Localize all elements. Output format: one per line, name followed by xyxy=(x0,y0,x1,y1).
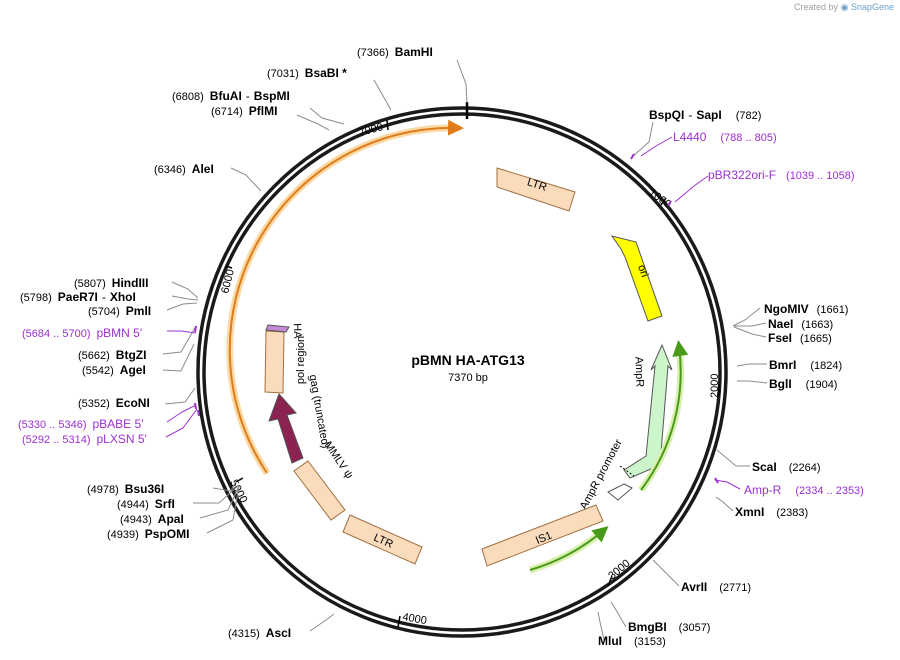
credit-brand: SnapGene xyxy=(850,2,894,12)
enzyme-econi: (5352)EcoNI xyxy=(78,396,150,410)
enzyme-alei: (6346)AleI xyxy=(154,162,214,176)
enzyme-bamhi: (7366)BamHI xyxy=(357,45,433,59)
primer-ticks xyxy=(194,153,719,484)
orange-feature-glow xyxy=(226,124,459,475)
enzyme-pflmi: (6714)PflMI xyxy=(211,104,277,118)
enzyme-bmgbi: BmgBI(3057) xyxy=(628,620,710,634)
ampr-promoter-arrow xyxy=(607,483,633,501)
ori-label: ori xyxy=(635,263,650,279)
is1-box xyxy=(481,504,604,567)
gag-label: gag (truncated) xyxy=(307,374,332,450)
plasmid-name: pBMN HA-ATG13 xyxy=(411,352,525,368)
tick-label-6000: 6000 xyxy=(219,268,237,295)
ltr-bottom-box xyxy=(342,514,423,565)
snapgene-credit: Created by ◉ SnapGene xyxy=(794,2,894,13)
gag-arrow xyxy=(268,393,304,464)
ltr-top-box xyxy=(496,167,576,212)
enzyme-apai: (4943)ApaI xyxy=(120,512,184,526)
primer-pbmn5: (5684 .. 5700)pBMN 5' xyxy=(22,326,142,340)
enzyme-bfuai-bspmi: (6808)BfuAI-BspMI xyxy=(172,89,290,103)
enzyme-srfi: (4944)SrfI xyxy=(117,497,175,511)
enzyme-btgzi: (5662)BtgZI xyxy=(78,348,146,362)
primer-plxsn5: (5292 .. 5314)pLXSN 5' xyxy=(22,432,147,446)
is1-label: IS1 xyxy=(534,530,554,547)
enzyme-bmri: BmrI(1824) xyxy=(769,358,842,372)
enzyme-psp0mi: (4939)PspOMI xyxy=(107,527,189,541)
primer-pbabe5: (5330 .. 5346)pBABE 5' xyxy=(18,417,144,431)
backbone-inner xyxy=(202,112,722,632)
backbone-outer xyxy=(196,106,728,638)
ori-arrow xyxy=(610,235,663,322)
ha-tag xyxy=(265,324,290,333)
ltr-top-label: LTR xyxy=(526,176,549,194)
green-arrow-bottom xyxy=(529,526,609,571)
credit-prefix: Created by xyxy=(794,2,839,12)
enzyme-fsei: FseI(1665) xyxy=(768,331,832,345)
plasmid-size: 7370 bp xyxy=(448,372,488,384)
enzyme-asci: (4315)AscI xyxy=(228,626,291,640)
enzyme-hindiii: (5807)HindIII xyxy=(74,276,148,290)
primer-l4440: L4440(788 .. 805) xyxy=(673,130,777,144)
enzyme-xmni: XmnI(2383) xyxy=(735,505,808,519)
leader-lines xyxy=(162,59,768,641)
orange-feature-arrow xyxy=(228,119,464,474)
primer-amp-r: Amp-R(2334 .. 2353) xyxy=(744,483,864,497)
enzyme-ngomiv: NgoMIV(1661) xyxy=(764,302,848,316)
enzyme-bspqi-sapi: BspQI-SapI(782) xyxy=(649,108,761,122)
pol-region-label: pol region xyxy=(295,336,307,384)
enzyme-scai: ScaI(2264) xyxy=(752,460,820,474)
mmlv-psi-box xyxy=(293,460,346,521)
enzyme-pmli: (5704)PmlI xyxy=(88,304,151,318)
primer-pbr322ori-f: pBR322ori-F(1039 .. 1058) xyxy=(708,168,855,182)
enzyme-bsu36i: (4978)Bsu36I xyxy=(87,482,164,496)
enzyme-paer7i-xhoi: (5798)PaeR7I-XhoI xyxy=(20,290,136,304)
tick-label-4000: 4000 xyxy=(401,611,427,627)
ampr-label: AmpR xyxy=(632,356,645,387)
primer-leader-lines xyxy=(165,136,741,490)
ampr-arrow xyxy=(623,343,673,479)
scale-ticks xyxy=(225,119,720,628)
ha-label: HA xyxy=(291,323,304,339)
pol-region-box xyxy=(264,330,285,394)
tick-label-7000: 7000 xyxy=(358,121,385,139)
ampr-promoter-dots xyxy=(619,465,635,477)
enzyme-bgli: BglI(1904) xyxy=(769,377,837,391)
green-arrow-right xyxy=(640,340,689,491)
enzyme-avrii: AvrII(2771) xyxy=(681,580,751,594)
enzyme-bsabi: (7031)BsaBI * xyxy=(267,66,347,80)
enzyme-mlui: MluI(3153) xyxy=(598,634,666,648)
snapgene-logo-icon: ◉ xyxy=(840,2,849,12)
enzyme-agei: (5542)AgeI xyxy=(82,363,146,377)
enzyme-naei: NaeI(1663) xyxy=(768,317,833,331)
tick-label-2000: 2000 xyxy=(709,374,721,398)
